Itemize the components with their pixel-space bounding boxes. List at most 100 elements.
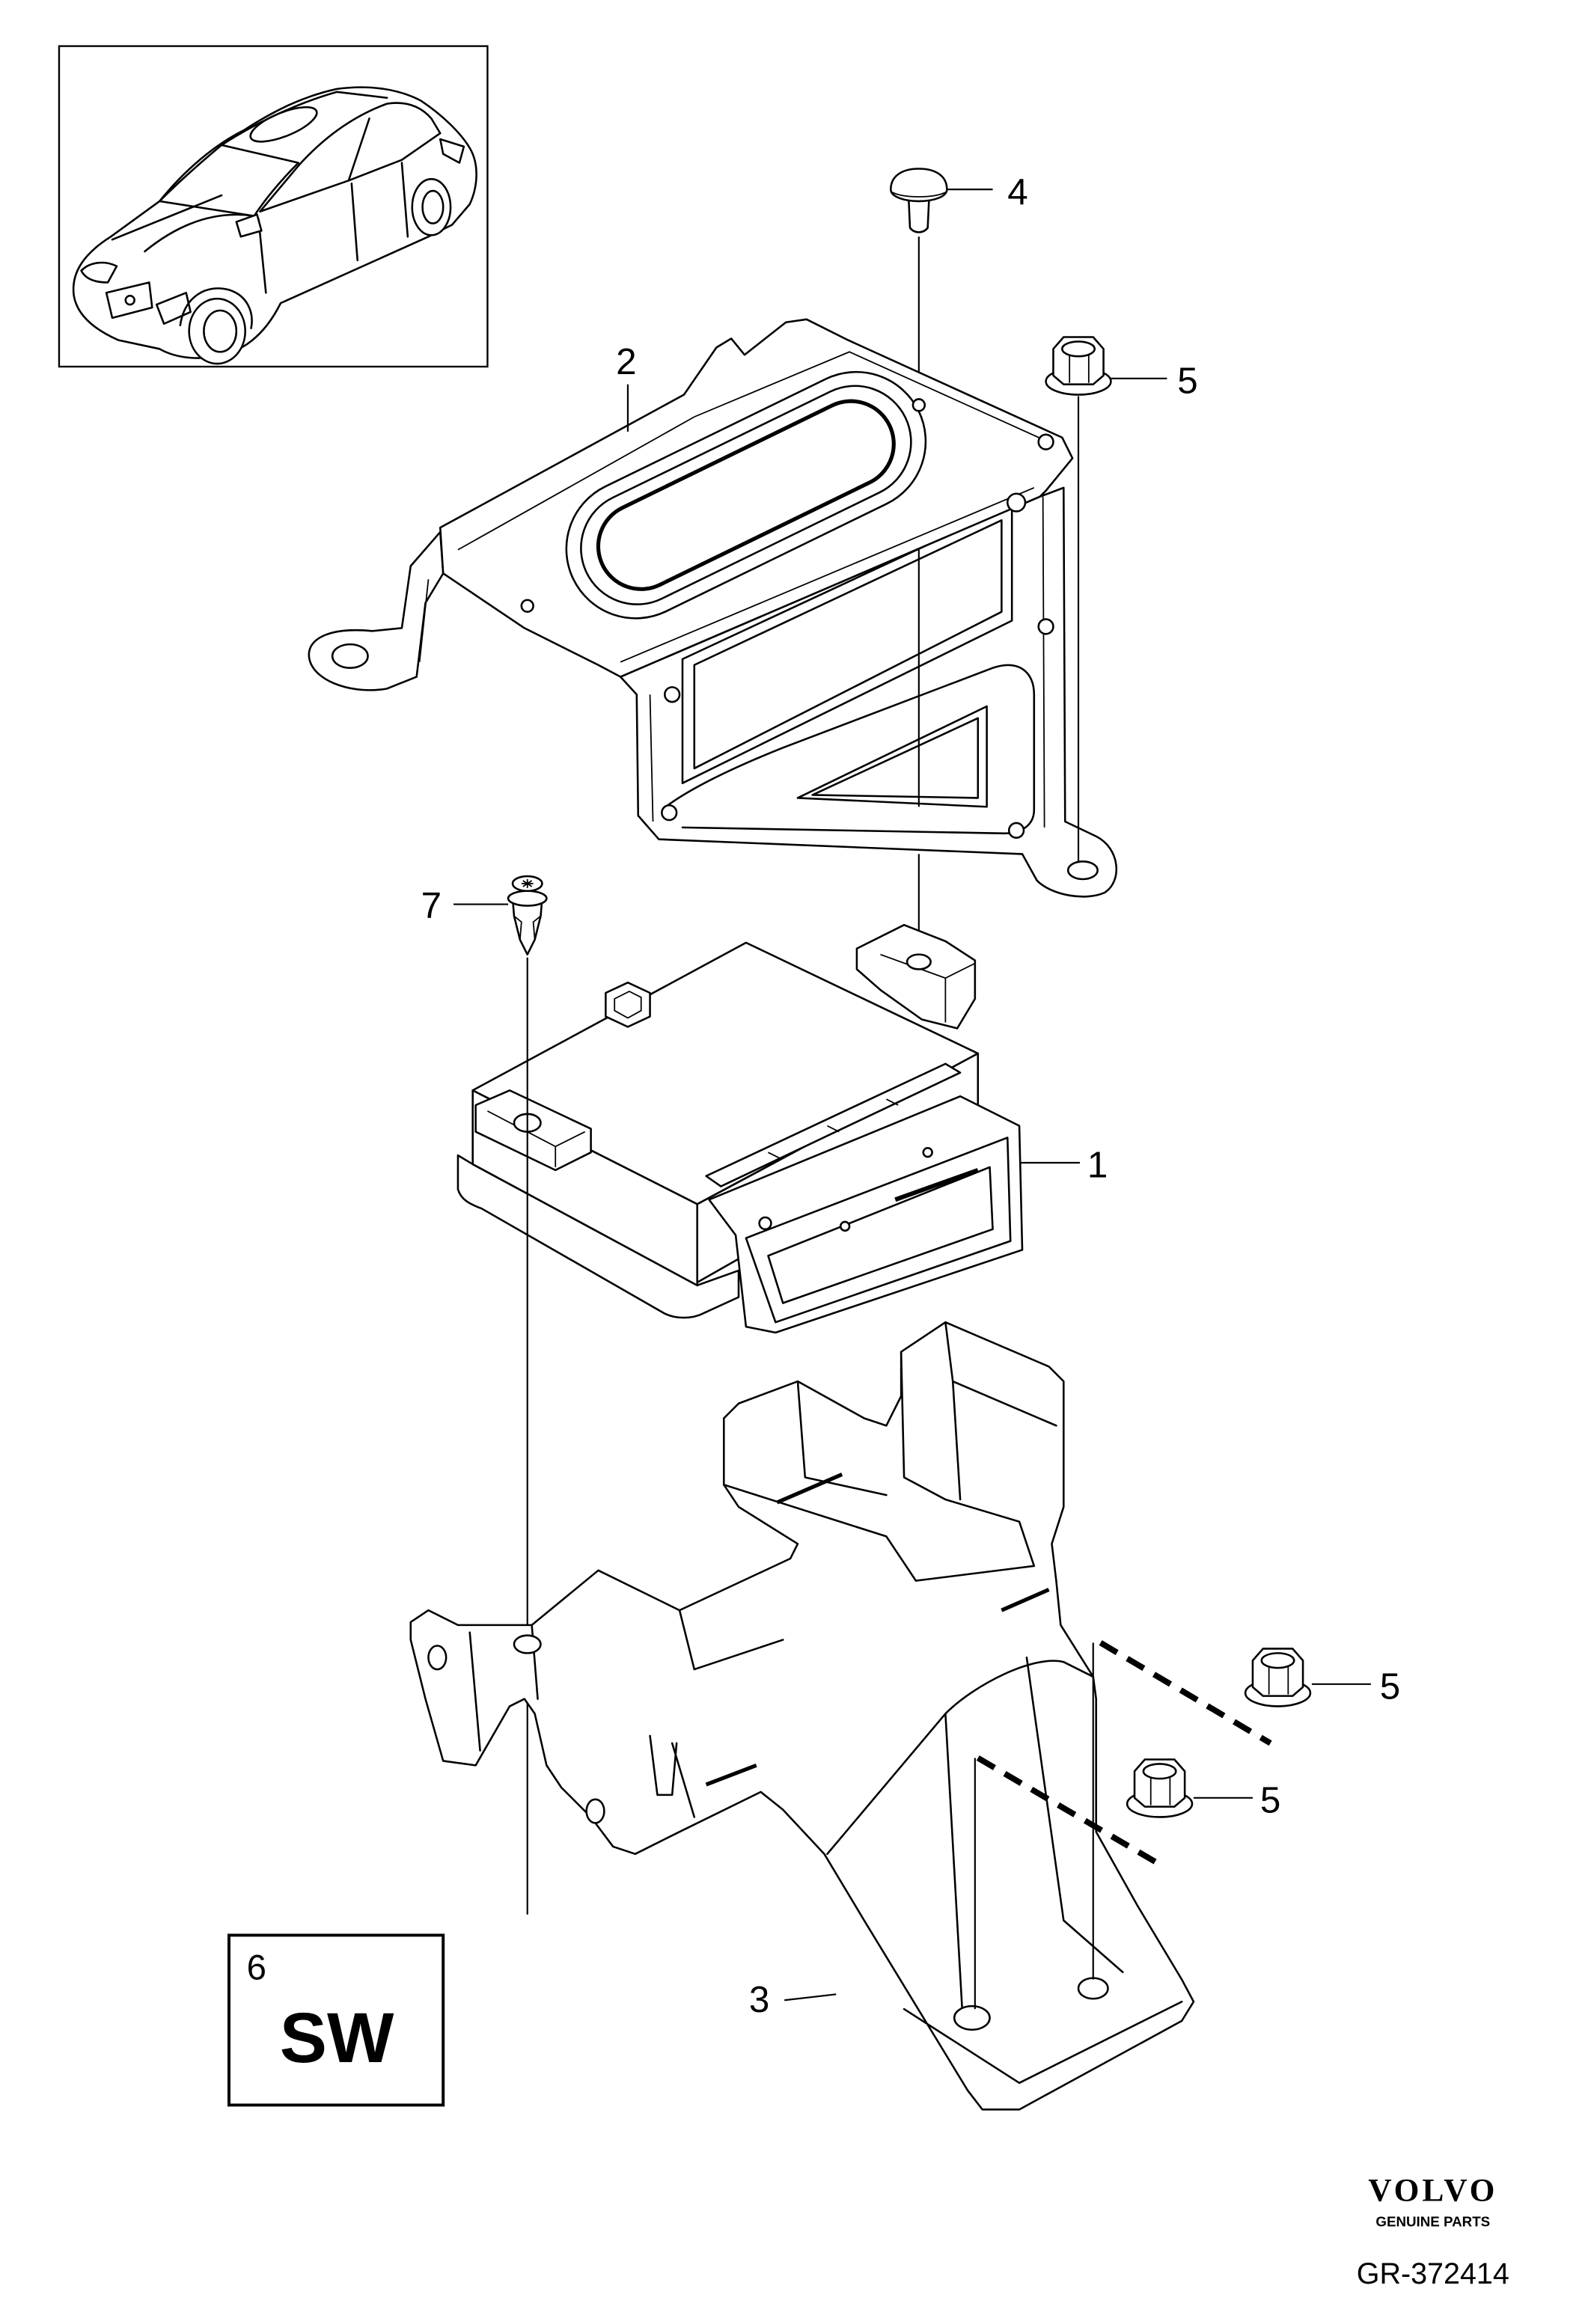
lower-bracket-flange-hole bbox=[427, 1645, 448, 1671]
car-rear-wheel bbox=[411, 178, 452, 236]
callout-1: 1 bbox=[1087, 1145, 1108, 1186]
lower-bracket-foot-lines bbox=[826, 1656, 1183, 2085]
car-hood-lines bbox=[111, 194, 255, 253]
upper-bracket-triangle-cutout bbox=[796, 705, 988, 808]
clip-screw-drive bbox=[521, 878, 534, 888]
lower-bracket-foot-hole bbox=[1077, 1977, 1109, 2000]
callout-5-lower: 5 bbox=[1260, 1780, 1280, 1821]
upper-bracket-rib bbox=[664, 686, 681, 703]
upper-bracket-leg-fold bbox=[418, 579, 430, 662]
lower-bracket-slot bbox=[705, 1763, 757, 1787]
kit-box: 6 SW bbox=[227, 1933, 445, 2107]
oval-boss-inner bbox=[596, 399, 896, 591]
upper-bracket-rib bbox=[1007, 822, 1025, 839]
car-headlight-left bbox=[80, 261, 118, 284]
nut-hex-edges bbox=[1069, 355, 1090, 383]
nut-hex-edges bbox=[1268, 1666, 1289, 1695]
module-connector-pin bbox=[758, 1216, 772, 1231]
upper-bracket-part bbox=[308, 318, 1118, 898]
hidden-path-dashed bbox=[1099, 1640, 1272, 1746]
callout-5-right: 5 bbox=[1380, 1666, 1400, 1707]
module-connector-pin bbox=[839, 1220, 851, 1232]
callout-7: 7 bbox=[421, 884, 442, 926]
car-front-wheel-hub bbox=[203, 309, 238, 353]
upper-bracket-lower-frame bbox=[666, 664, 1036, 835]
clip-screw-body bbox=[511, 897, 543, 955]
upper-bracket-left-leg-hole bbox=[331, 643, 369, 669]
lower-bracket-screw-hole bbox=[513, 1634, 542, 1654]
lower-bracket-outline bbox=[409, 1321, 1195, 2111]
module-connector-key bbox=[894, 1168, 979, 1202]
module-top-face bbox=[471, 941, 980, 1205]
module-connector-pin bbox=[922, 1146, 933, 1158]
lower-bracket-slot bbox=[776, 1473, 843, 1505]
upper-bracket-wall-edge bbox=[649, 496, 1045, 828]
car-badge bbox=[124, 294, 135, 306]
module-front-ear-edge bbox=[487, 1110, 586, 1167]
module-top-groove bbox=[705, 1062, 962, 1187]
part-3-leader bbox=[784, 1993, 837, 2002]
push-pin-part bbox=[890, 168, 948, 233]
upper-bracket-left-leg bbox=[308, 530, 445, 691]
callout-2: 2 bbox=[616, 341, 636, 382]
nut-hex-body bbox=[1052, 336, 1105, 385]
upper-bracket-right-hole bbox=[1037, 433, 1054, 450]
callout-5-upper: 5 bbox=[1177, 361, 1197, 402]
car-grille bbox=[105, 281, 153, 319]
car-b-pillar bbox=[347, 117, 370, 182]
car-side-windows bbox=[259, 102, 442, 213]
upper-bracket-window-inner bbox=[693, 519, 1003, 770]
clip-screw-barbs bbox=[513, 915, 542, 940]
flange-nut-right bbox=[1244, 1648, 1312, 1707]
module-top-tab bbox=[605, 981, 651, 1028]
car-headlight-right bbox=[155, 292, 192, 325]
car-sunroof bbox=[249, 106, 318, 143]
car-rear-wheel-hub bbox=[421, 189, 445, 224]
upper-bracket-rib bbox=[661, 804, 678, 822]
brand-logo: VOLVO GENUINE PARTS bbox=[1368, 2173, 1497, 2230]
push-pin-head-edge bbox=[891, 192, 946, 198]
push-pin-shank bbox=[907, 194, 930, 233]
nut-top-face bbox=[1142, 1763, 1177, 1780]
module-back-ear-edge bbox=[880, 953, 976, 1023]
module-top-groove-ribs bbox=[768, 1098, 899, 1159]
upper-bracket-triangle-inner bbox=[811, 717, 980, 799]
upper-bracket-oval-boss bbox=[565, 370, 927, 620]
car-body-outline bbox=[72, 86, 477, 359]
module-connector-frame bbox=[745, 1137, 1012, 1324]
flange-nut-upper bbox=[1045, 336, 1112, 396]
hidden-path-dashed bbox=[976, 1755, 1161, 1868]
module-top-tab-inner bbox=[614, 991, 642, 1019]
lower-bracket-foot-hole bbox=[953, 2005, 991, 2031]
lower-bracket-part bbox=[409, 1321, 1195, 2111]
nut-hex-body bbox=[1133, 1758, 1186, 1808]
module-connector-recess bbox=[767, 1166, 994, 1304]
nut-hex-edges bbox=[1149, 1777, 1171, 1805]
lower-bracket-tabs bbox=[649, 1734, 696, 1818]
car-tail-light bbox=[439, 138, 465, 164]
module-back-ear-hole bbox=[906, 953, 932, 970]
kit-box-frame bbox=[227, 1933, 445, 2107]
control-module-part bbox=[456, 923, 1024, 1334]
upper-bracket-rib bbox=[1037, 618, 1054, 635]
kit-box-number: 6 bbox=[247, 1948, 266, 1988]
flange-nut-lower bbox=[1126, 1758, 1194, 1818]
diagram-id: GR-372414 bbox=[1357, 2257, 1509, 2290]
nut-top-face bbox=[1260, 1652, 1295, 1669]
brand-tagline: GENUINE PARTS bbox=[1375, 2213, 1490, 2229]
callout-3: 3 bbox=[749, 1979, 769, 2020]
car-front-wheel-arch bbox=[179, 287, 253, 329]
upper-bracket-foot-hole bbox=[1066, 860, 1099, 881]
clip-screw-washer bbox=[507, 890, 548, 907]
upper-bracket-side-hole bbox=[1006, 492, 1027, 513]
brand-logo-text: VOLVO bbox=[1368, 2173, 1497, 2209]
nut-top-face bbox=[1061, 340, 1096, 358]
upper-bracket-pin-hole bbox=[911, 398, 926, 412]
car-mirror bbox=[235, 213, 263, 238]
lower-bracket-slot bbox=[1001, 1588, 1050, 1612]
upper-bracket-left-hole bbox=[520, 599, 534, 613]
lower-bracket-side-hole bbox=[585, 1798, 605, 1824]
callout-4: 4 bbox=[1007, 171, 1027, 212]
lower-bracket-upright-lines bbox=[796, 1321, 1057, 1568]
